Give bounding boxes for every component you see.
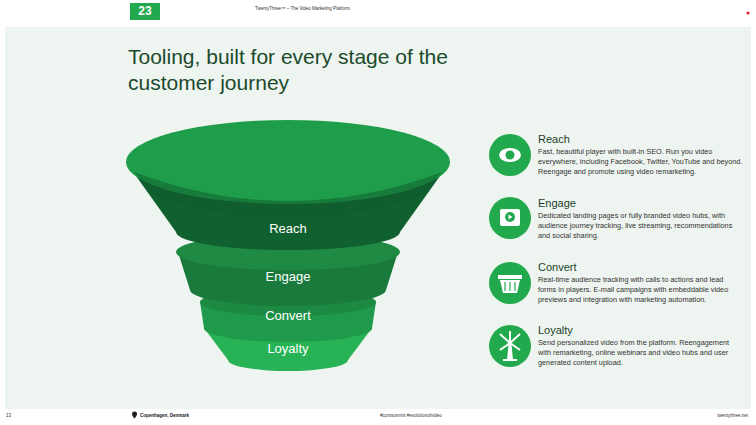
funnel-shade — [134, 172, 442, 218]
footer-text: TwentyThree™ – The Video Marketing Platf… — [255, 6, 415, 13]
footer-text: #contsummit #evolutionofvideo — [380, 413, 490, 420]
stage-item: EngageDedicated landing pages or fully b… — [538, 197, 743, 241]
content-panel — [5, 27, 751, 409]
footer-text: 13 — [6, 413, 26, 420]
footer-text: Copenhagen, Denmark — [140, 413, 220, 420]
funnel-band-label: Engage — [262, 269, 315, 284]
funnel-band-label: Convert — [261, 308, 315, 323]
item-description: Send personalized video from the platfor… — [538, 338, 743, 368]
icon-eye — [489, 134, 531, 176]
stage-item: ReachFast, beautiful player with built-i… — [538, 133, 743, 177]
slide-title: Tooling, built for every stage of the cu… — [128, 44, 458, 96]
band-name: Convert — [261, 308, 315, 323]
item-heading: Loyalty — [538, 324, 743, 337]
icon-windmill — [489, 325, 531, 367]
page-number-box — [130, 3, 160, 20]
funnel-band-label: Reach — [265, 221, 311, 236]
stage-item: ConvertReal-time audience tracking with … — [538, 261, 743, 305]
item-heading: Convert — [538, 261, 743, 274]
footer-text: twentythree.net — [690, 413, 748, 420]
item-heading: Engage — [538, 197, 743, 210]
item-description: Fast, beautiful player with built-in SEO… — [538, 147, 743, 177]
red-dot — [746, 11, 749, 14]
page-number: 23 — [130, 4, 160, 18]
funnel-band-label: Loyalty — [263, 341, 313, 356]
item-description: Real-time audience tracking with calls t… — [538, 275, 743, 305]
band-name: Engage — [262, 269, 315, 284]
band-name: Loyalty — [263, 341, 313, 356]
icon-basket — [489, 262, 531, 304]
item-heading: Reach — [538, 133, 743, 146]
location-pin — [132, 412, 137, 419]
item-description: Dedicated landing pages or fully branded… — [538, 211, 743, 241]
band-name: Reach — [265, 221, 311, 236]
stage-item: LoyaltySend personalized video from the … — [538, 324, 743, 368]
icon-player — [489, 197, 531, 239]
